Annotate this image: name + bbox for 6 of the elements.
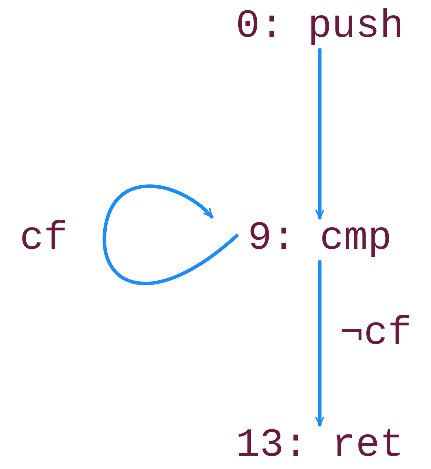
instruction-text: 13: ret — [236, 425, 404, 469]
self-loop-arrow — [102, 184, 239, 286]
instruction-text: 0: push — [236, 6, 404, 50]
arrow — [316, 260, 324, 427]
instruction-text: 9: cmp — [248, 218, 392, 262]
arrow — [316, 48, 324, 220]
